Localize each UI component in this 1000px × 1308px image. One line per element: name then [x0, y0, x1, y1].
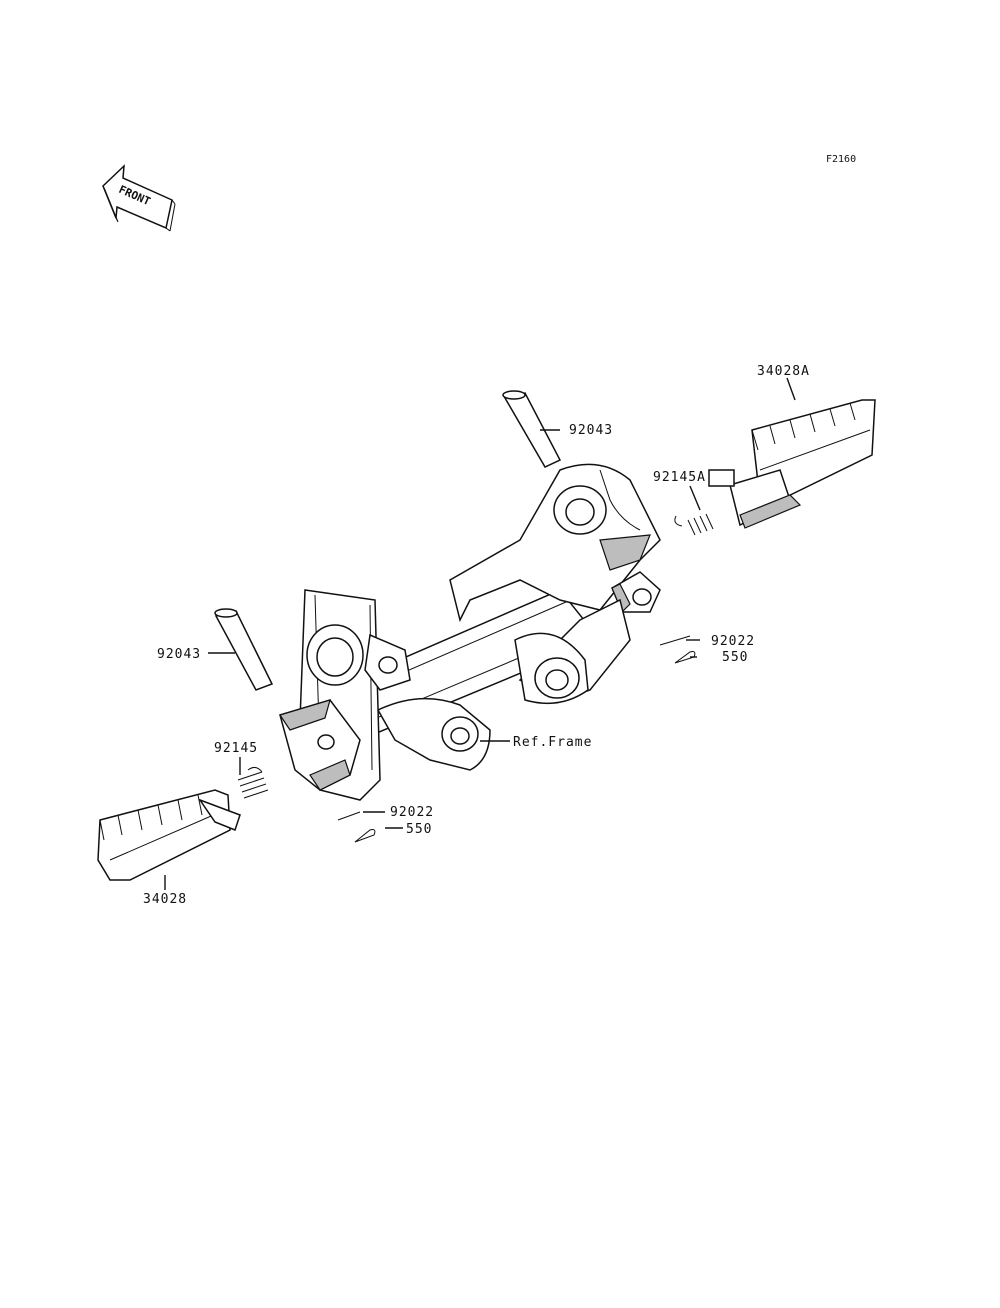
footpeg-left-part: [97, 789, 241, 881]
spring-right-part: [674, 513, 714, 536]
front-arrow-icon: FRONT: [102, 164, 176, 232]
pin-left-part: [214, 608, 274, 691]
label-frame: Ref.Frame: [513, 735, 592, 750]
label-footpeg-left: 34028: [143, 892, 187, 907]
label-spring-left: 92145: [214, 741, 258, 756]
spring-left-part: [237, 766, 269, 799]
label-footpeg-right: 34028A: [757, 364, 810, 379]
label-cotter-right: 550: [722, 650, 748, 665]
washer-cotter-left-part: [337, 811, 376, 843]
label-washer-right: 92022: [711, 634, 755, 649]
label-pin-right: 92043: [569, 423, 613, 438]
frame-illustration: [279, 463, 661, 801]
pin-right-part: [502, 390, 562, 468]
footpeg-right-part: [708, 399, 876, 529]
label-cotter-left: 550: [406, 822, 432, 837]
label-pin-left: 92043: [157, 647, 201, 662]
label-washer-left: 92022: [390, 805, 434, 820]
label-spring-right: 92145A: [653, 470, 706, 485]
diagram-code: F2160: [826, 154, 856, 165]
leader-lines: [164, 377, 796, 890]
